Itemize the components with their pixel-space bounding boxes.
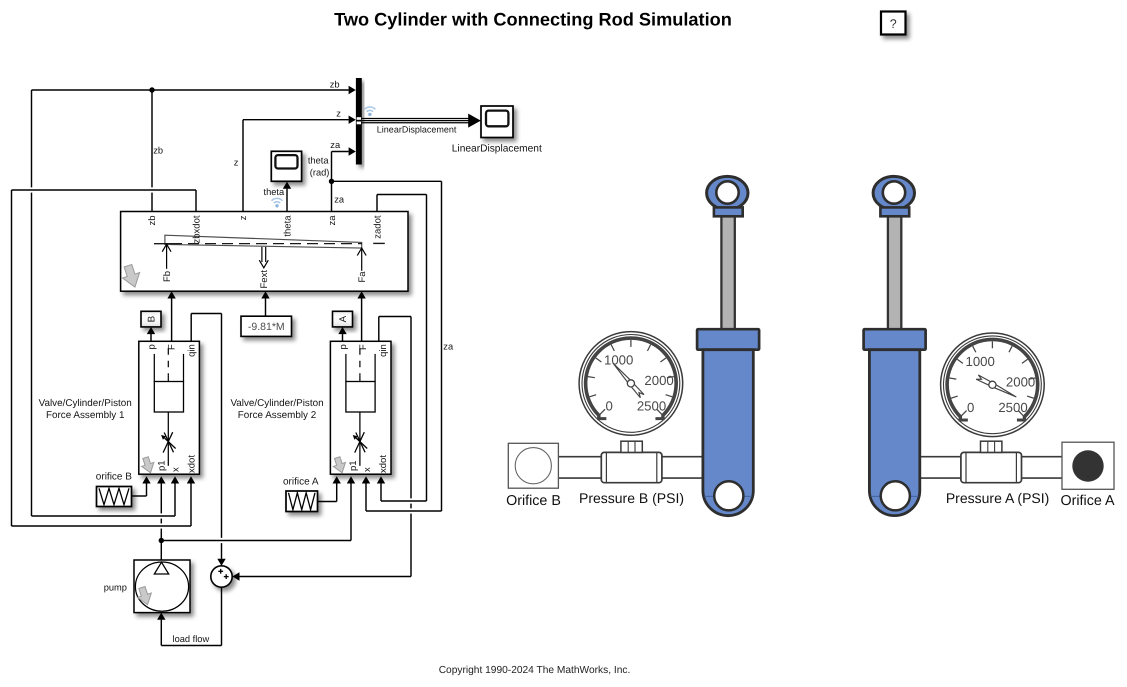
svg-text:0: 0 <box>606 399 613 414</box>
svg-text:LinearDisplacement: LinearDisplacement <box>452 143 542 154</box>
svg-text:LinearDisplacement: LinearDisplacement <box>377 125 457 135</box>
svg-text:xdot: xdot <box>186 455 197 473</box>
svg-text:z: z <box>238 215 249 220</box>
svg-text:2500: 2500 <box>637 399 666 414</box>
svg-text:z: z <box>336 109 341 119</box>
svg-text:z: z <box>234 158 239 168</box>
svg-text:Two Cylinder with Connecting R: Two Cylinder with Connecting Rod Simulat… <box>334 9 732 29</box>
svg-text:Force Assembly 1: Force Assembly 1 <box>46 410 125 421</box>
svg-text:F: F <box>358 344 369 350</box>
svg-text:Fa: Fa <box>357 271 368 283</box>
svg-text:za: za <box>443 342 454 352</box>
svg-text:x: x <box>170 467 181 472</box>
svg-text:qin: qin <box>187 344 198 357</box>
svg-text:zadot: zadot <box>372 215 383 239</box>
svg-text:p1: p1 <box>157 460 168 471</box>
svg-text:B: B <box>146 315 157 322</box>
svg-text:zb: zb <box>330 79 340 89</box>
svg-text:xdot: xdot <box>378 455 389 473</box>
svg-text:p: p <box>338 344 349 349</box>
svg-text:-9.81*M: -9.81*M <box>248 321 285 333</box>
svg-text:p: p <box>146 344 157 349</box>
svg-text:Force Assembly 2: Force Assembly 2 <box>238 410 316 421</box>
svg-text:Copyright 1990-2024 The MathWo: Copyright 1990-2024 The MathWorks, Inc. <box>439 665 631 676</box>
svg-text:Orifice A: Orifice A <box>1060 493 1114 509</box>
svg-text:theta: theta <box>282 215 293 237</box>
svg-text:A: A <box>338 315 349 322</box>
svg-text:orifice B: orifice B <box>96 472 132 483</box>
svg-text:za: za <box>327 215 338 226</box>
svg-text:x: x <box>362 467 373 472</box>
svg-text:2000: 2000 <box>644 373 673 388</box>
svg-text:Pressure B (PSI): Pressure B (PSI) <box>579 490 684 506</box>
svg-text:0: 0 <box>967 400 974 415</box>
svg-text:(rad): (rad) <box>310 168 330 178</box>
svg-text:zbxdot: zbxdot <box>191 215 202 243</box>
svg-text:p1: p1 <box>348 460 359 471</box>
svg-text:1000: 1000 <box>966 354 995 369</box>
svg-text:2500: 2500 <box>998 400 1027 415</box>
svg-text:Orifice B: Orifice B <box>506 493 561 509</box>
svg-text:F: F <box>166 344 177 350</box>
svg-text:Fb: Fb <box>162 271 173 282</box>
svg-text:pump: pump <box>104 582 127 592</box>
svg-text:2000: 2000 <box>1006 374 1035 389</box>
svg-text:?: ? <box>890 17 897 31</box>
svg-text:zb: zb <box>147 216 158 226</box>
svg-text:theta: theta <box>308 155 330 165</box>
svg-text:theta: theta <box>264 187 286 197</box>
svg-text:za: za <box>330 140 341 150</box>
svg-text:zb: zb <box>153 145 163 155</box>
svg-text:Valve/Cylinder/Piston: Valve/Cylinder/Piston <box>39 398 132 409</box>
svg-text:Fext: Fext <box>259 270 270 289</box>
svg-text:load flow: load flow <box>173 634 210 644</box>
svg-text:Valve/Cylinder/Piston: Valve/Cylinder/Piston <box>230 398 323 409</box>
svg-text:1000: 1000 <box>604 353 633 368</box>
svg-text:orifice A: orifice A <box>283 476 319 487</box>
svg-text:Pressure A (PSI): Pressure A (PSI) <box>946 490 1049 506</box>
svg-text:qin: qin <box>378 344 389 357</box>
svg-text:za: za <box>334 194 345 204</box>
